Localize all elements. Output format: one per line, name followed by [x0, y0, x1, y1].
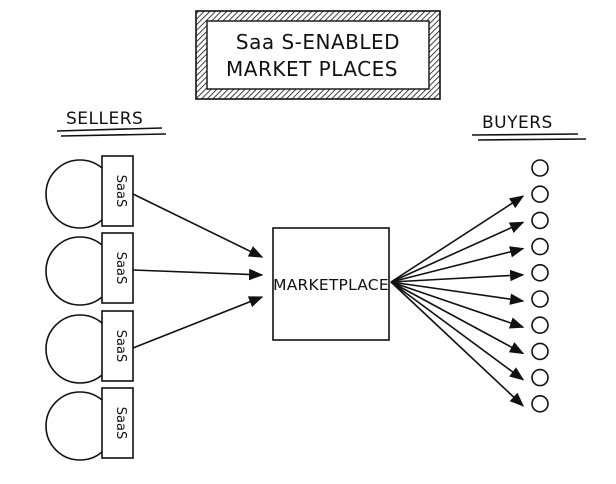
seller-node: SaaS: [45, 155, 134, 229]
buyer-arrow: [390, 281, 525, 305]
buyer-arrow: [390, 221, 525, 283]
buyers-heading: BUYERS: [471, 113, 587, 141]
seller-node: SaaS: [45, 387, 134, 461]
seller-arrow: [132, 296, 264, 349]
seller-node: SaaS: [45, 232, 134, 306]
saas-tag-label: SaaS: [113, 252, 128, 284]
buyer-arrow: [390, 281, 525, 407]
marketplace-box: MARKETPLACE: [272, 227, 390, 341]
buyer-circle: [531, 394, 549, 413]
saas-tag-label: SaaS: [113, 330, 128, 362]
buyer-circle: [531, 159, 549, 177]
buyers-group: [531, 159, 549, 413]
sellers-label: SELLERS: [66, 109, 143, 129]
seller-arrow: [132, 193, 264, 258]
saas-tag-label: SaaS: [113, 407, 128, 439]
seller-arrow: [132, 268, 264, 281]
sellers-heading: SELLERS: [56, 109, 167, 137]
buyer-arrow: [390, 281, 525, 355]
saas-tag-box: [101, 310, 134, 382]
buyer-circle: [531, 368, 549, 387]
marketplace-label: MARKETPLACE: [273, 276, 389, 294]
buyer-circle: [531, 316, 549, 335]
saas-tag-label: SaaS: [113, 175, 128, 207]
buyer-arrow: [390, 246, 525, 283]
saas-tag-box: [101, 387, 134, 459]
buyer-circle: [531, 237, 549, 256]
title-line-2: MARKET PLACES: [226, 57, 398, 81]
buyer-arrow: [390, 195, 525, 283]
sellers-group: SaaS SaaS SaaS SaaS: [45, 155, 134, 461]
buyer-arrows: [390, 195, 525, 407]
title-line-1: Saa S-ENABLED: [236, 30, 400, 54]
buyer-circle: [531, 342, 549, 361]
buyer-arrow: [390, 281, 525, 329]
buyer-circle: [531, 263, 549, 282]
seller-arrows: [132, 193, 264, 349]
buyer-arrow: [390, 281, 525, 381]
saas-tag-box: [101, 155, 134, 227]
buyer-circle: [531, 211, 549, 230]
seller-node: SaaS: [45, 310, 134, 384]
title-box: Saa S-ENABLED MARKET PLACES: [195, 10, 441, 100]
saas-tag-box: [101, 232, 134, 304]
buyer-circle: [531, 185, 549, 203]
buyers-label: BUYERS: [482, 113, 553, 133]
buyer-circle: [531, 290, 549, 308]
buyer-arrow: [390, 269, 525, 283]
